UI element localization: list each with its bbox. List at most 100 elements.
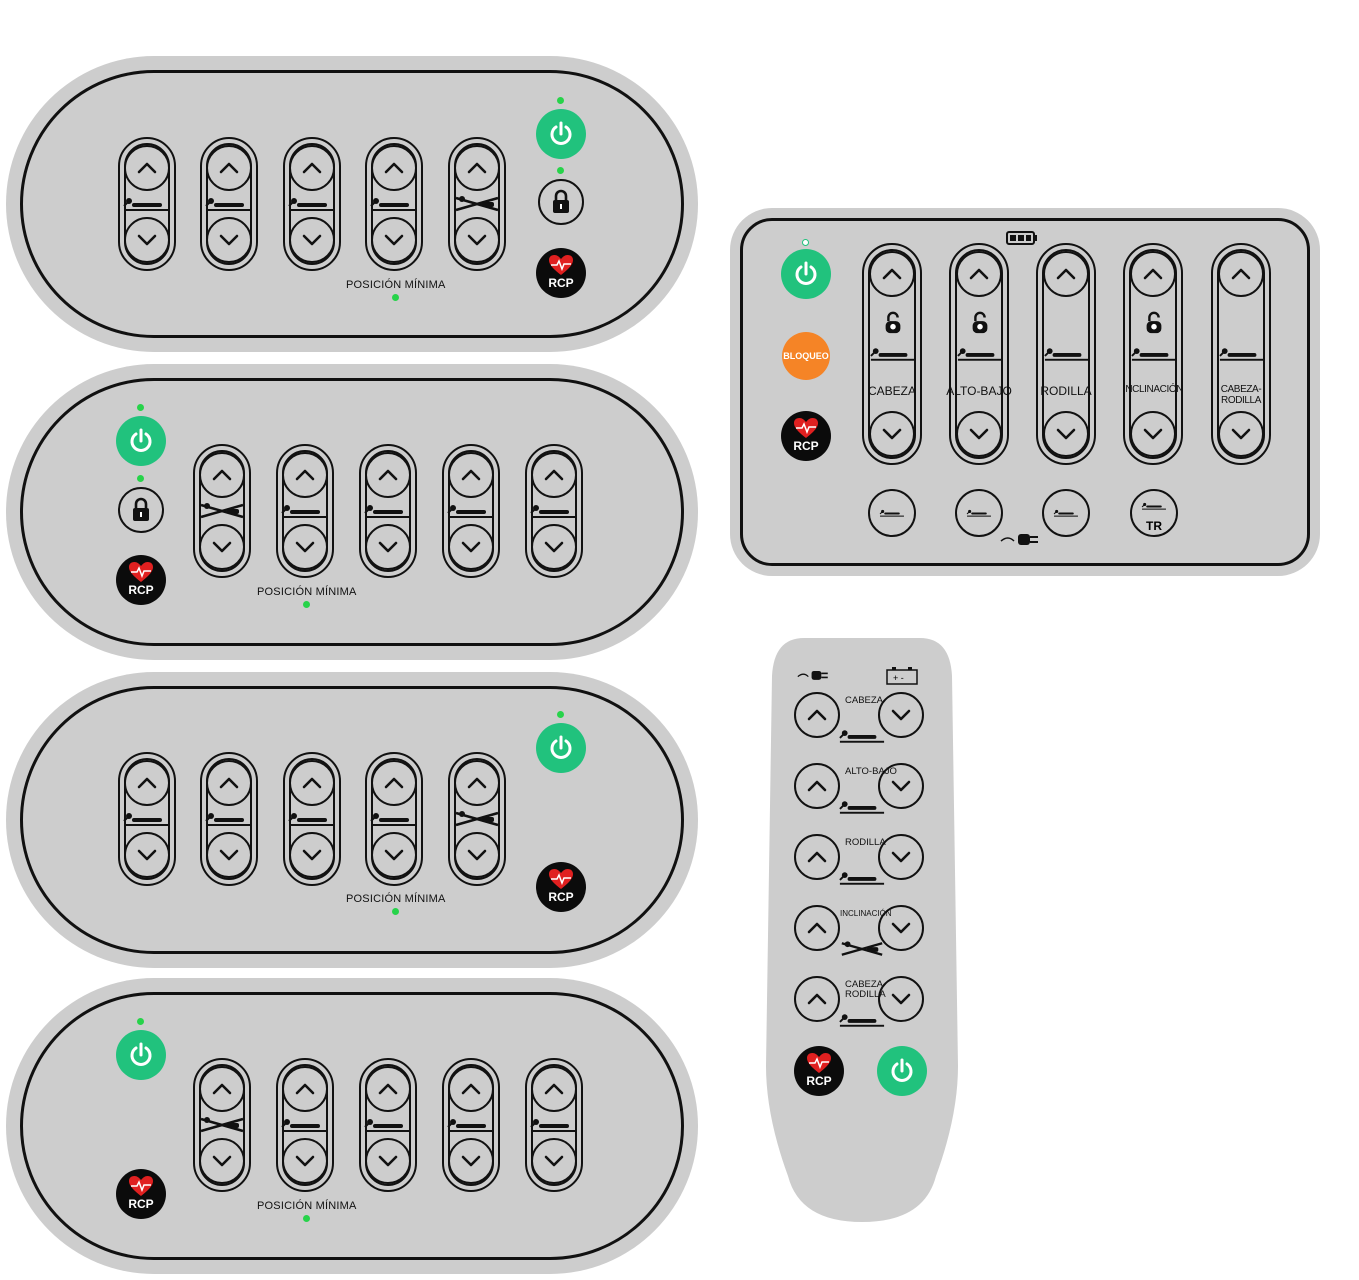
bed-position-icon (452, 194, 502, 214)
chevron-up-button[interactable] (1043, 251, 1089, 297)
chevron-up-button[interactable] (956, 251, 1002, 297)
chevron-down-button[interactable] (878, 905, 924, 951)
bed-position-icon (529, 1115, 579, 1135)
chevron-up-button[interactable] (365, 1066, 411, 1112)
chevron-up-icon (375, 462, 401, 488)
chevron-up-button[interactable] (794, 834, 840, 880)
chevron-down-button[interactable] (878, 692, 924, 738)
chevron-up-button[interactable] (1130, 251, 1176, 297)
power-button[interactable] (116, 416, 166, 466)
rcp-button[interactable]: RCP (536, 248, 586, 298)
chevron-up-icon (375, 1076, 401, 1102)
chevron-up-button[interactable] (206, 760, 252, 806)
chevron-down-icon (1228, 421, 1254, 447)
chevron-down-button[interactable] (365, 524, 411, 570)
lock-button[interactable] (118, 487, 164, 533)
chevron-down-button[interactable] (878, 976, 924, 1022)
tr-button[interactable]: TR (1130, 489, 1178, 537)
chevron-up-button[interactable] (794, 763, 840, 809)
heart-icon (806, 1052, 832, 1074)
chevron-up-button[interactable] (531, 1066, 577, 1112)
chevron-up-button[interactable] (371, 145, 417, 191)
chevron-down-button[interactable] (956, 411, 1002, 457)
pill-border (1042, 249, 1090, 459)
chevron-down-button[interactable] (878, 763, 924, 809)
chevron-down-button[interactable] (371, 217, 417, 263)
chevron-up-button[interactable] (1218, 251, 1264, 297)
chevron-down-button[interactable] (289, 832, 335, 878)
chevron-up-button[interactable] (371, 760, 417, 806)
chevron-up-button[interactable] (794, 692, 840, 738)
power-button[interactable] (877, 1046, 927, 1096)
chevron-down-button[interactable] (1130, 411, 1176, 457)
rcp-button[interactable]: RCP (536, 862, 586, 912)
rcp-button[interactable]: RCP (794, 1046, 844, 1096)
chevron-up-button[interactable] (124, 760, 170, 806)
chevron-up-button[interactable] (289, 145, 335, 191)
chevron-down-button[interactable] (878, 834, 924, 880)
chevron-down-icon (1140, 421, 1166, 447)
chevron-down-button[interactable] (448, 1138, 494, 1184)
rcp-label: RCP (548, 276, 574, 290)
chevron-up-button[interactable] (531, 452, 577, 498)
chevron-up-button[interactable] (448, 1066, 494, 1112)
power-button[interactable] (116, 1030, 166, 1080)
power-button[interactable] (536, 109, 586, 159)
chevron-up-button[interactable] (199, 1066, 245, 1112)
chevron-down-button[interactable] (199, 1138, 245, 1184)
chevron-down-button[interactable] (206, 217, 252, 263)
chevron-up-button[interactable] (454, 145, 500, 191)
chevron-down-button[interactable] (206, 832, 252, 878)
plug-icon (797, 668, 831, 682)
chevron-up-button[interactable] (454, 760, 500, 806)
chevron-up-button[interactable] (282, 1066, 328, 1112)
chevron-down-button[interactable] (282, 1138, 328, 1184)
rcp-label: RCP (548, 890, 574, 904)
chevron-down-button[interactable] (371, 832, 417, 878)
chevron-down-button[interactable] (199, 524, 245, 570)
lock-button[interactable] (538, 179, 584, 225)
heart-icon (548, 868, 574, 890)
chevron-down-button[interactable] (869, 411, 915, 457)
rcp-button[interactable]: RCP (781, 411, 831, 461)
rcp-button[interactable]: RCP (116, 555, 166, 605)
chevron-down-icon (458, 1148, 484, 1174)
chevron-down-button[interactable] (289, 217, 335, 263)
chevron-down-button[interactable] (1043, 411, 1089, 457)
chevron-down-icon (541, 534, 567, 560)
bed-position-icon (1130, 343, 1178, 365)
chevron-down-button[interactable] (531, 524, 577, 570)
chevron-up-button[interactable] (289, 760, 335, 806)
chevron-up-button[interactable] (794, 905, 840, 951)
chevron-down-button[interactable] (1218, 411, 1264, 457)
chevron-down-button[interactable] (282, 524, 328, 570)
chevron-down-button[interactable] (124, 832, 170, 878)
preset-position-button[interactable] (868, 489, 916, 537)
chevron-up-button[interactable] (365, 452, 411, 498)
chevron-up-button[interactable] (282, 452, 328, 498)
chevron-down-icon (375, 534, 401, 560)
chevron-down-button[interactable] (531, 1138, 577, 1184)
chevron-up-button[interactable] (448, 452, 494, 498)
power-button[interactable] (781, 249, 831, 299)
rcp-label: RCP (128, 1197, 154, 1211)
chevron-up-button[interactable] (206, 145, 252, 191)
bed-position-icon (529, 501, 579, 521)
chevron-up-button[interactable] (199, 452, 245, 498)
function-label: CABEZA (867, 384, 916, 398)
chevron-down-button[interactable] (454, 217, 500, 263)
bloqueo-button[interactable]: BLOQUEO (782, 332, 830, 380)
chevron-down-button[interactable] (365, 1138, 411, 1184)
chevron-up-button[interactable] (124, 145, 170, 191)
preset-position-button[interactable] (955, 489, 1003, 537)
preset-position-button[interactable] (1042, 489, 1090, 537)
chevron-up-icon (804, 844, 830, 870)
chevron-up-button[interactable] (794, 976, 840, 1022)
chevron-up-button[interactable] (869, 251, 915, 297)
power-button[interactable] (536, 723, 586, 773)
chevron-down-button[interactable] (454, 832, 500, 878)
chevron-up-icon (879, 261, 905, 287)
chevron-down-button[interactable] (124, 217, 170, 263)
rcp-button[interactable]: RCP (116, 1169, 166, 1219)
chevron-down-button[interactable] (448, 524, 494, 570)
